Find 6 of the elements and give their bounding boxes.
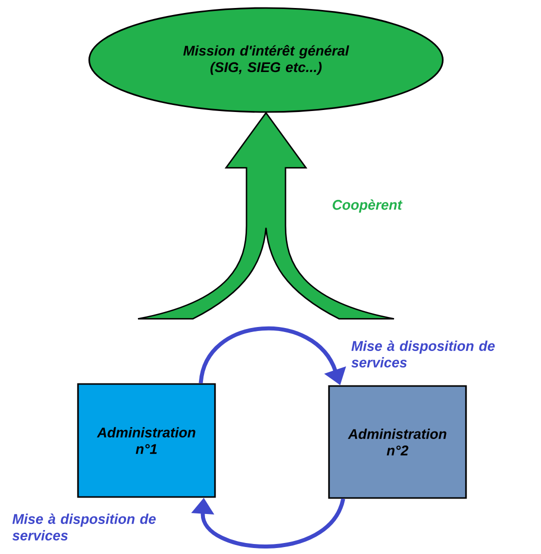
edge-label: Coopèrent	[332, 199, 402, 213]
administration-box: Administration n°2	[328, 385, 467, 499]
administration-box: Administration n°1	[77, 383, 216, 498]
fork-arrow	[137, 112, 395, 320]
edge-label: Mise à disposition de services	[12, 514, 156, 540]
edge-label: Mise à disposition de services	[351, 340, 495, 368]
